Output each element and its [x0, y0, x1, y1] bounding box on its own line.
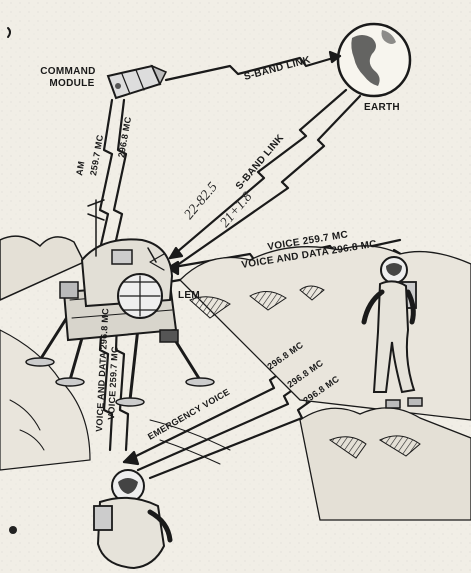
- arrow-head: [328, 50, 342, 64]
- astronaut-bottom: [93, 469, 173, 570]
- lem-vertical-link-2: [114, 290, 130, 452]
- command-module-spacecraft: [106, 64, 168, 100]
- sband-link-cm-earth: [164, 54, 342, 82]
- command-module-label-1: COMMAND: [40, 66, 95, 77]
- vhf-link-cm-lem: [96, 98, 114, 260]
- binder-hole: [9, 526, 17, 534]
- earth-label: EARTH: [364, 102, 400, 113]
- corner-mark: [7, 27, 11, 38]
- lem-vertical-label-2: VOICE 259.7 MC: [106, 346, 120, 420]
- earth-globe: [336, 22, 412, 98]
- lunar-module: [25, 199, 215, 407]
- cm-am-label: AM: [74, 160, 86, 176]
- lem-vertical-link: [98, 290, 114, 452]
- sband-link-earth-lem-2: [174, 94, 362, 268]
- lem-label: LEM: [178, 290, 200, 301]
- command-module-label-2: MODULE: [49, 78, 94, 89]
- sband-link-earth-lem: [168, 88, 348, 260]
- astronaut-standing: [361, 256, 423, 409]
- vhf-link-cm-lem-2: [110, 98, 128, 260]
